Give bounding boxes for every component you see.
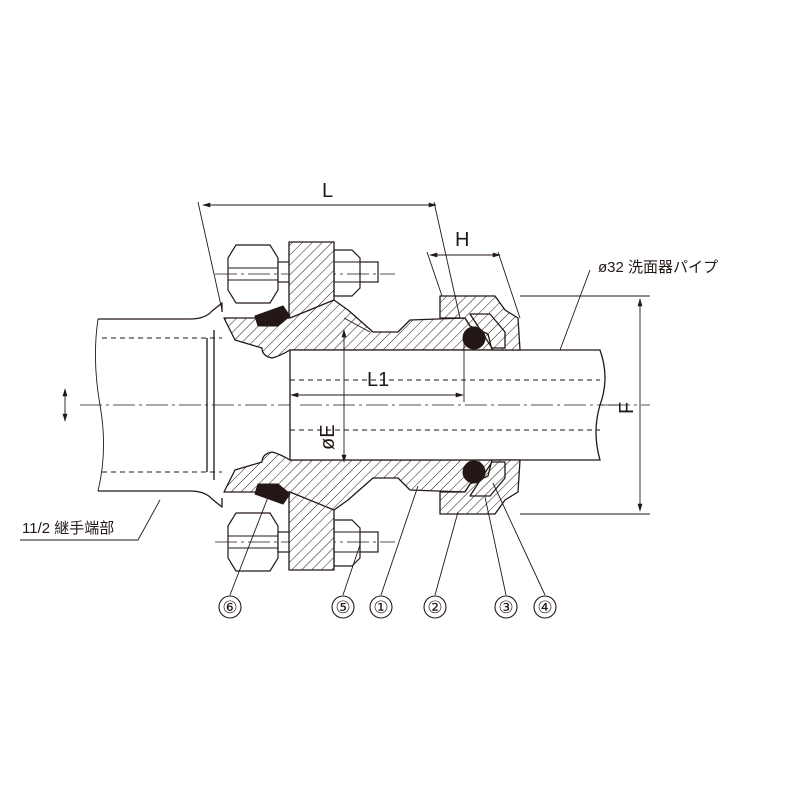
cap-nut-part-2 bbox=[439, 295, 521, 515]
label-L1: L1 bbox=[367, 369, 389, 391]
balloon-part-5: ⑤ bbox=[331, 595, 355, 619]
balloon-part-1: ① bbox=[369, 595, 393, 619]
left-pipe bbox=[94, 302, 223, 508]
dimension-E bbox=[341, 317, 371, 463]
label-E: øE bbox=[317, 424, 339, 450]
label-F: F bbox=[616, 402, 638, 414]
balloon-part-3: ③ bbox=[494, 595, 518, 619]
balloon-label-2: ② bbox=[427, 598, 442, 617]
label-H: H bbox=[455, 229, 469, 251]
dimension-L1 bbox=[290, 340, 465, 402]
leader-lines bbox=[20, 269, 591, 596]
balloon-label-6: ⑥ bbox=[222, 598, 237, 617]
balloon-label-5: ⑤ bbox=[335, 598, 350, 617]
label-L: L bbox=[322, 180, 333, 202]
balloon-part-6: ⑥ bbox=[218, 595, 242, 619]
dimension-F bbox=[520, 295, 650, 515]
balloon-label-3: ③ bbox=[498, 598, 513, 617]
dimension-H bbox=[426, 251, 521, 319]
label-pipe-note: ø32 洗面器パイプ bbox=[598, 259, 718, 276]
adaptor-body-part-1 bbox=[223, 299, 493, 511]
balloon-label-4: ④ bbox=[537, 598, 552, 617]
label-joint-note: 11/2 継手端部 bbox=[22, 520, 114, 537]
gasket-part-6 bbox=[254, 305, 291, 505]
balloon-part-4: ④ bbox=[533, 595, 557, 619]
dimension-L bbox=[197, 201, 461, 319]
inserted-pipe bbox=[289, 349, 620, 461]
balloon-part-2: ② bbox=[423, 595, 447, 619]
ring-part-3 bbox=[469, 313, 506, 497]
o-ring-part-4 bbox=[462, 326, 486, 484]
balloon-label-1: ① bbox=[373, 598, 388, 617]
part-balloons: ⑥ ⑤ ① ② ③ ④ bbox=[218, 595, 557, 619]
